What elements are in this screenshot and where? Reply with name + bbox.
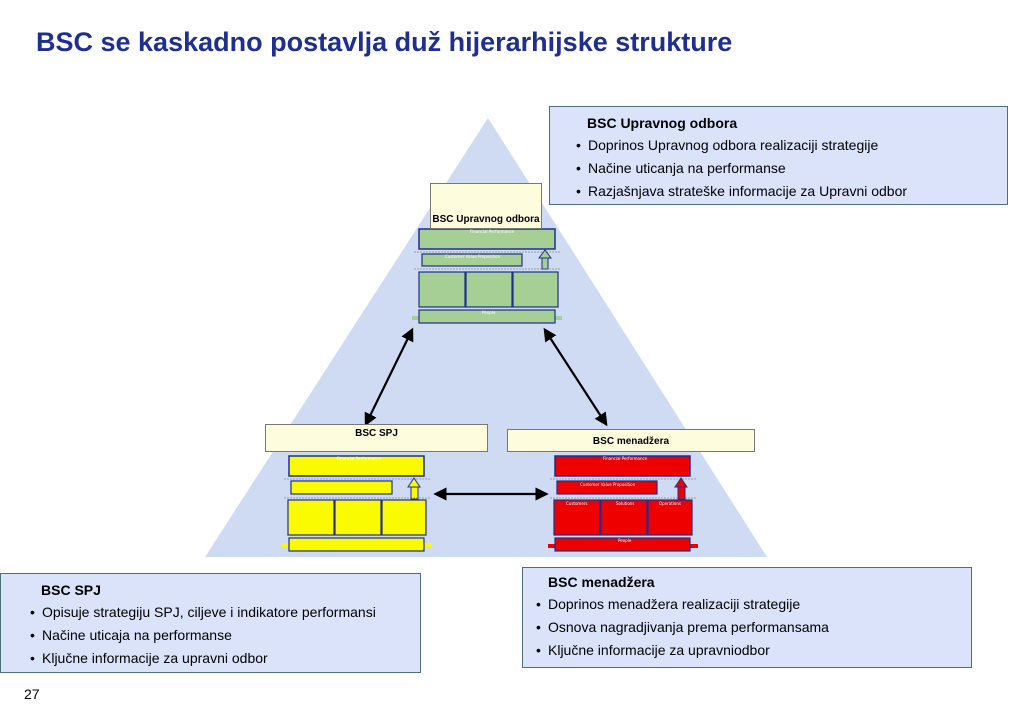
list-item: Doprinos menadžera realizaciji strategij… (536, 596, 961, 612)
spj-people-bar (288, 537, 425, 552)
managers-description-box: BSC menadžera Doprinos menadžera realiza… (522, 567, 972, 668)
managers-solutions-text: Solutions (616, 501, 634, 506)
managers-people-text: People (618, 538, 632, 543)
spj-description-box: BSC SPJ Opisuje strategiju SPJ, ciljeve … (0, 573, 421, 673)
list-item: Načine uticanja na performanse (576, 160, 997, 176)
list-item: Ključne informacije za upravni odbor (30, 650, 414, 666)
board-operations-box (512, 271, 559, 308)
managers-financial-text: Financial Performance (603, 456, 648, 461)
managers-card-label: BSC menadžera (507, 429, 755, 452)
board-card-label-text: BSC Upravnog odbora (432, 214, 540, 225)
spj-box-header: BSC SPJ (41, 582, 101, 598)
page-number: 27 (24, 686, 40, 702)
spj-operations-box (381, 499, 427, 536)
board-up-arrow (541, 256, 549, 270)
spj-customer-bar (290, 480, 393, 495)
managers-operations-box (647, 499, 693, 536)
list-item: Doprinos Upravnog odbora realizaciji str… (576, 137, 997, 153)
board-people-bar (418, 309, 556, 324)
managers-box-list: Doprinos menadžera realizaciji strategij… (536, 596, 961, 658)
managers-people-bar (554, 537, 691, 552)
board-customer-text: Customer Value Proposition (445, 254, 501, 259)
board-description-box: BSC Upravnog odbora Doprinos Upravnog od… (549, 106, 1008, 205)
managers-up-arrow (677, 485, 686, 500)
page-title: BSC se kaskadno postavlja duž hijerarhij… (36, 27, 733, 57)
spj-box-list: Opisuje strategiju SPJ, ciljeve i indika… (30, 604, 414, 666)
list-item: Ključne informacije za upravniodbor (536, 642, 961, 658)
board-box-header: BSC Upravnog odbora (587, 115, 738, 131)
managers-customer-bar (556, 480, 658, 495)
board-financial-text: Financial Performance (470, 229, 515, 234)
board-customers-box (418, 271, 466, 308)
spj-up-arrow-head (407, 477, 421, 488)
board-solutions-box (465, 271, 513, 308)
spj-customers-box (287, 499, 335, 536)
managers-customers-text: Customers (566, 501, 588, 506)
spj-card-label-text: BSC SPJ (355, 428, 398, 439)
spj-solutions-box (334, 499, 382, 536)
managers-financial-bar (554, 455, 691, 477)
managers-solutions-box (600, 499, 648, 536)
list-item: Načine uticaja na performanse (30, 627, 414, 643)
managers-customers-box (553, 499, 601, 536)
board-up-arrow-head (538, 249, 552, 259)
managers-card-label-text: BSC menadžera (592, 436, 670, 447)
spj-card-label: BSC SPJ (265, 424, 488, 452)
spj-up-arrow (410, 485, 419, 500)
board-people-text: People (482, 310, 496, 315)
board-card-label: BSC Upravnog odbora (430, 183, 542, 229)
list-item: Razjašnjava strateške informacije za Upr… (576, 183, 997, 199)
list-item: Opisuje strategiju SPJ, ciljeve i indika… (30, 604, 414, 620)
spj-financial-text: Financial Performance (337, 456, 382, 461)
board-managers-arrow (543, 327, 608, 427)
board-spj-arrow (364, 327, 414, 427)
managers-up-arrow-head (674, 477, 688, 488)
managers-scorecard: Financial Performance Customer Value Pro… (548, 455, 698, 552)
managers-customer-text: Customer Value Proposition (580, 482, 636, 487)
list-item: Osnova nagradjivanja prema performansama (536, 619, 961, 635)
board-box-list: Doprinos Upravnog odbora realizaciji str… (576, 137, 997, 199)
board-financial-bar (418, 228, 556, 250)
spj-financial-bar (288, 455, 425, 477)
board-customer-bar (421, 253, 523, 267)
board-scorecard: Financial Performance Customer Value Pro… (412, 228, 562, 324)
spj-scorecard: Financial Performance (282, 455, 432, 552)
managers-operations-text: Operations (659, 501, 681, 506)
managers-box-header: BSC menadžera (548, 574, 655, 590)
